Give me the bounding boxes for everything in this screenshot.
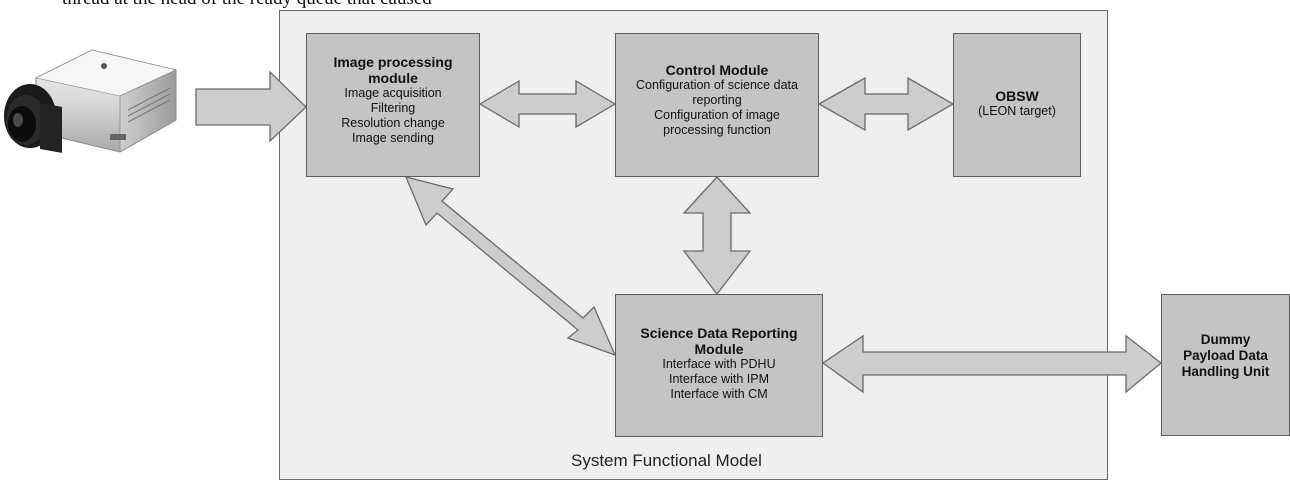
arrow-cm-sdrm — [682, 176, 752, 296]
dpdhu-title-line-3: Handling Unit — [1181, 364, 1270, 379]
sdrm-title-line-1: Science Data Reporting — [640, 325, 798, 341]
arrow-sdrm-dpdhu — [821, 334, 1163, 394]
sdrm-item-pdhu: Interface with PDHU — [662, 357, 776, 371]
ipm-title-line-2: module — [368, 70, 418, 86]
science-data-reporting-module: Science Data Reporting Module Interface … — [615, 294, 823, 437]
sdrm-item-cm: Interface with CM — [670, 387, 768, 401]
dpdhu-title-line-1: Dummy — [1200, 332, 1251, 347]
dpdhu-title-line-2: Payload Data — [1183, 348, 1268, 363]
cm-title: Control Module — [665, 62, 769, 78]
cm-item-line-2: reporting — [692, 93, 742, 107]
ipm-item-image-sending: Image sending — [351, 131, 434, 145]
system-functional-model-label: System Functional Model — [571, 451, 762, 470]
dummy-payload-data-handling-unit: Dummy Payload Data Handling Unit — [1161, 294, 1290, 436]
ipm-item-resolution-change: Resolution change — [341, 116, 445, 130]
cm-item-line-4: processing function — [663, 123, 771, 137]
cm-item-line-3: Configuration of image — [654, 108, 780, 122]
obsw-module: OBSW (LEON target) — [953, 33, 1081, 177]
ipm-item-image-acquisition: Image acquisition — [344, 86, 442, 100]
sdrm-title-line-2: Module — [694, 341, 744, 357]
ipm-title-line-1: Image processing — [333, 54, 453, 70]
sdrm-item-ipm: Interface with IPM — [668, 372, 770, 386]
header-text-fragment: thread at the head of the ready queue th… — [62, 0, 432, 10]
arrow-ipm-sdrm — [404, 176, 617, 357]
ipm-item-filtering: Filtering — [370, 101, 416, 115]
control-module: Control Module Configuration of science … — [615, 33, 819, 177]
camera-icon — [4, 49, 178, 153]
arrow-ipm-cm — [478, 79, 617, 129]
arrow-camera-to-ipm — [195, 70, 307, 143]
obsw-subtitle: (LEON target) — [978, 104, 1056, 118]
image-processing-module: Image processing module Image acquisitio… — [306, 33, 480, 177]
obsw-title: OBSW — [995, 88, 1039, 104]
cm-item-line-1: Configuration of science data — [636, 78, 798, 92]
arrow-cm-obsw — [817, 76, 955, 132]
